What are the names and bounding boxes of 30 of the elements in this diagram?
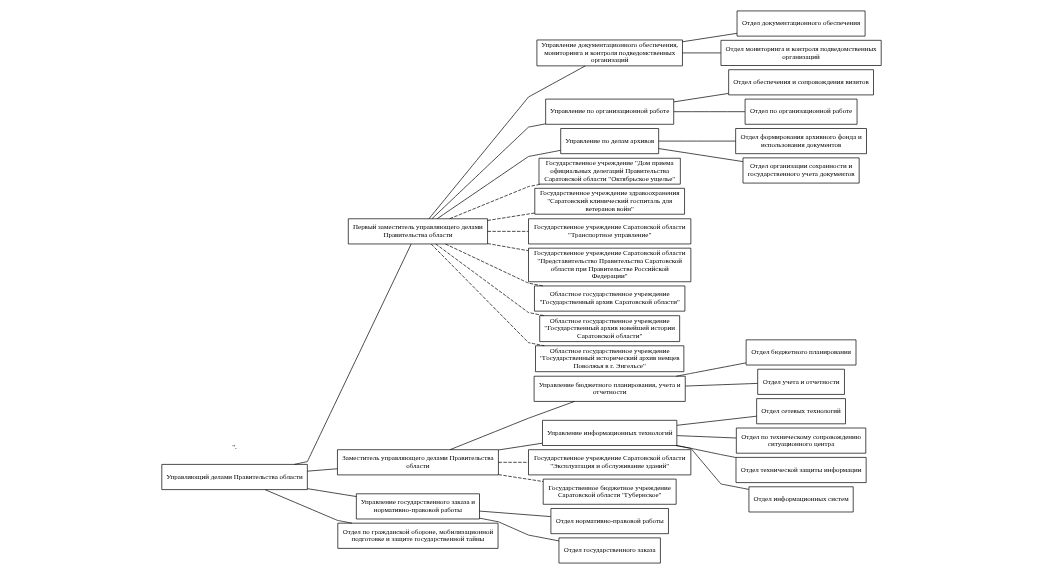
connector: [436, 150, 561, 219]
connector: [486, 231, 529, 232]
connector: [675, 445, 749, 490]
connector: [497, 461, 529, 463]
connector: [306, 488, 357, 497]
connector: [676, 435, 736, 439]
connector: [657, 148, 743, 162]
connector: [448, 183, 542, 219]
connector: [478, 510, 551, 517]
connector: [306, 468, 338, 472]
connector: [681, 52, 721, 54]
connector: [657, 140, 736, 142]
connector: [428, 65, 586, 220]
connector: [676, 415, 757, 426]
connector: [486, 212, 535, 221]
connector: [264, 489, 352, 524]
connector: [673, 93, 729, 103]
connector: [431, 123, 546, 219]
connector: [293, 243, 412, 465]
connector: [486, 243, 529, 252]
connector: [497, 474, 543, 482]
connector: [681, 32, 737, 43]
connector: [497, 442, 543, 451]
connector: [675, 362, 746, 377]
connector: [444, 243, 543, 287]
connector: [684, 383, 758, 387]
connector: [434, 243, 545, 317]
connector: [430, 243, 545, 347]
connector: [478, 517, 559, 542]
connector: [449, 401, 575, 451]
